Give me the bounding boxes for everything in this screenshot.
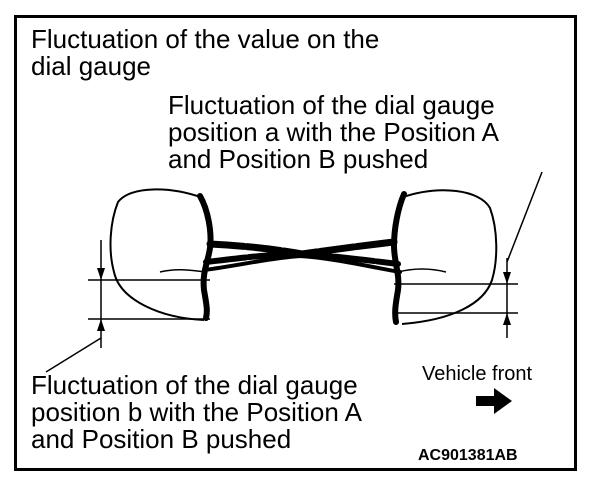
axle-beam-lower (203, 250, 401, 267)
diagram-title: Fluctuation of the value on the dial gau… (31, 24, 380, 81)
vehicle-front-label: Vehicle front (422, 363, 533, 385)
left-leader-line (45, 337, 102, 373)
diagram-frame (14, 15, 577, 471)
arrow-right-icon (476, 388, 512, 414)
axle-beam-lower-2 (202, 253, 402, 274)
left-tire-outline (109, 188, 205, 321)
right-dim-arrow-down (503, 272, 511, 284)
right-leader-line (506, 171, 543, 263)
figure-code: AC901381AB (418, 447, 518, 464)
right-tire-outline (399, 189, 498, 325)
right-tire-inner (397, 268, 447, 273)
right-dim-arrow-up (503, 313, 511, 325)
label-position-a: Fluctuation of the dial gauge position a… (168, 90, 499, 174)
left-tire-inner (159, 268, 207, 273)
left-wheel-hub (197, 193, 214, 321)
right-wheel-hub (390, 191, 407, 325)
left-dim-arrow-up (97, 319, 105, 331)
label-position-b: Fluctuation of the dial gauge position b… (31, 370, 362, 454)
left-dim-arrow-down (97, 268, 105, 280)
